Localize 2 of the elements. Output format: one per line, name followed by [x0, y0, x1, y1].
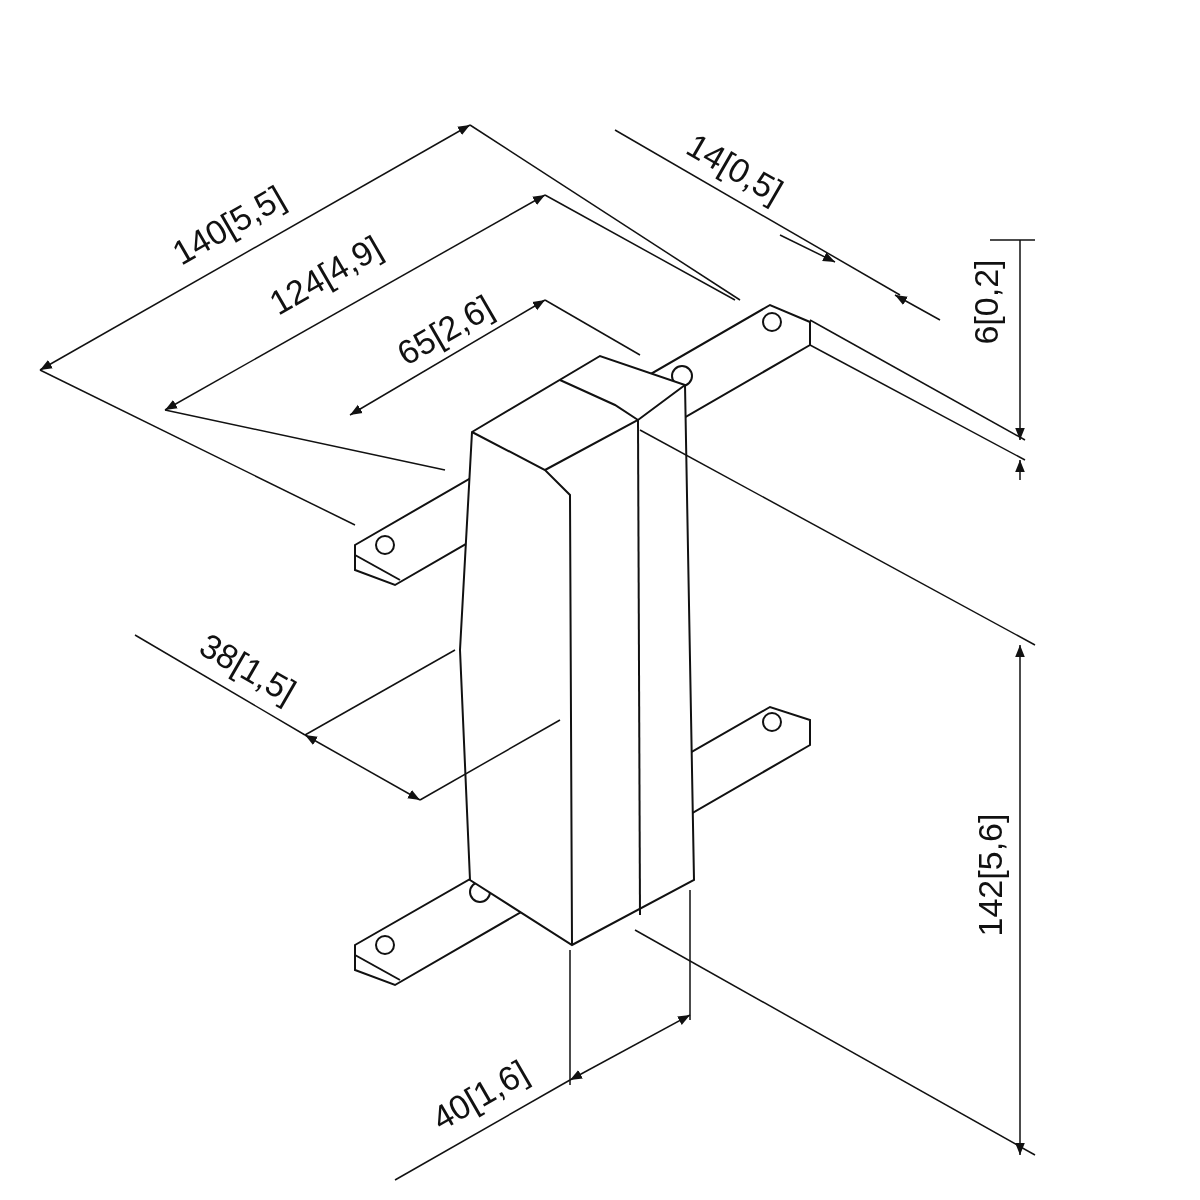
dimension-label: 142[5,6] — [972, 813, 1007, 937]
dimension-label: 6[0,2] — [968, 259, 1003, 345]
